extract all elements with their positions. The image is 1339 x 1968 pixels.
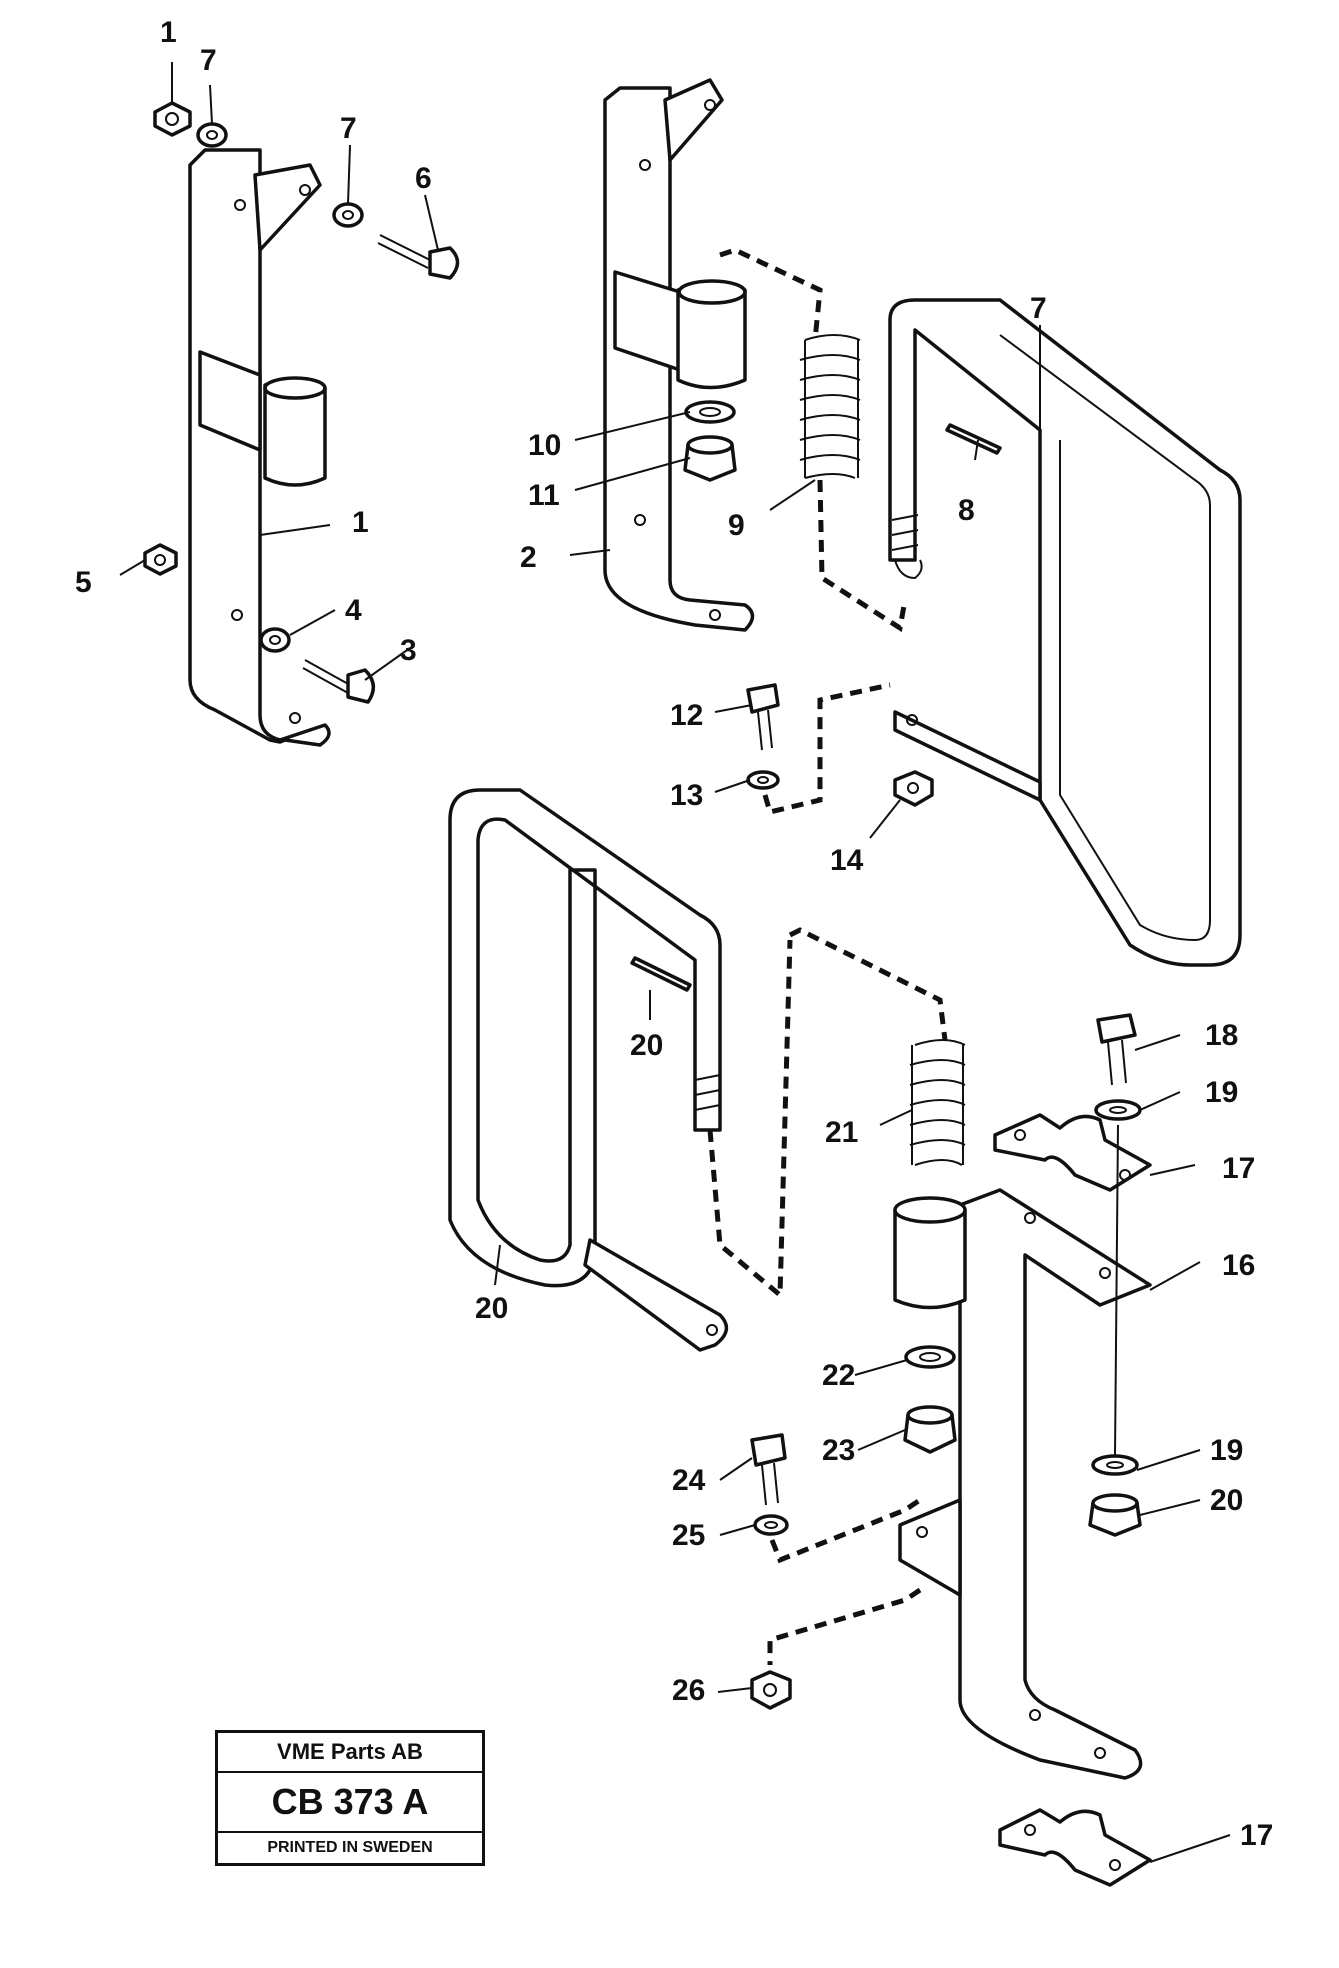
bolt-3 [302, 659, 375, 704]
bolt-14 [746, 683, 780, 751]
nut-29 [750, 1670, 792, 1710]
callout-1: 1 [352, 506, 369, 539]
callout-18b: 17 [1240, 1819, 1273, 1852]
bolt-6 [377, 234, 460, 280]
callout-18a: 17 [1222, 1152, 1255, 1185]
clamp-18-bottom [998, 1808, 1152, 1887]
frame-9 [888, 298, 1242, 967]
bracket-17 [893, 1188, 1152, 1780]
callout-7b: 7 [340, 112, 357, 145]
callout-19: 18 [1205, 1019, 1238, 1052]
washer-20-top [1094, 1099, 1142, 1121]
callout-22: 20 [475, 1292, 508, 1325]
bracket-2 [603, 78, 755, 632]
callout-14: 12 [670, 699, 703, 732]
nut-16 [893, 770, 934, 807]
callout-17: 16 [1222, 1249, 1255, 1282]
nut-13 [683, 435, 737, 482]
frame-22 [448, 788, 729, 1352]
washer-25 [904, 1345, 956, 1369]
bracket-1 [188, 148, 331, 747]
pin-10 [945, 423, 1002, 455]
washer-7a [196, 122, 228, 148]
printed-in: PRINTED IN SWEDEN [267, 1839, 433, 1856]
spring-11 [799, 334, 861, 479]
callout-23: 20 [630, 1029, 663, 1062]
callout-7a: 7 [200, 44, 217, 77]
callout-2: 2 [520, 541, 537, 574]
title-block: VME Parts AB CB 373 A PRINTED IN SWEDEN [215, 1730, 485, 1866]
clamp-18-top [993, 1113, 1152, 1192]
pin-23 [630, 956, 692, 992]
nut-5 [143, 543, 178, 576]
spring-24 [909, 1039, 966, 1166]
callout-15: 13 [670, 779, 703, 812]
bolt-27 [750, 1433, 787, 1506]
callout-20b: 19 [1210, 1434, 1243, 1467]
callout-9: 7 [1030, 292, 1047, 325]
callout-4: 4 [345, 594, 362, 627]
callout-21: 20 [1210, 1484, 1243, 1517]
callout-13: 11 [528, 479, 560, 512]
bolt-19 [1096, 1013, 1137, 1086]
callout-6: 6 [415, 162, 432, 195]
washer-7b [332, 202, 364, 228]
nut-26 [903, 1405, 957, 1454]
washer-4 [259, 627, 291, 653]
callout-28: 25 [672, 1519, 705, 1552]
callout-24: 21 [825, 1116, 858, 1149]
nut-21 [1088, 1493, 1142, 1537]
callout-3: 3 [400, 634, 417, 667]
washer-12 [684, 400, 736, 424]
callout-11: 9 [728, 509, 745, 542]
washer-20-bottom [1091, 1454, 1139, 1476]
callout-26: 23 [822, 1434, 855, 1467]
callout-5: 5 [75, 566, 92, 599]
washer-28 [753, 1514, 789, 1536]
company-name: VME Parts AB [218, 1733, 482, 1773]
callout-27: 24 [672, 1464, 706, 1497]
drawing-code: CB 373 A [218, 1773, 482, 1833]
callout-29: 26 [672, 1674, 705, 1707]
nut-8 [153, 101, 192, 137]
callout-8: 1 [160, 16, 177, 49]
callout-12: 10 [528, 429, 561, 462]
callout-25: 22 [822, 1359, 855, 1392]
callout-10: 8 [958, 494, 975, 527]
callout-16: 14 [830, 844, 864, 877]
leader-lines [119, 62, 1231, 1863]
callout-20a: 19 [1205, 1076, 1238, 1109]
washer-15 [746, 770, 780, 790]
